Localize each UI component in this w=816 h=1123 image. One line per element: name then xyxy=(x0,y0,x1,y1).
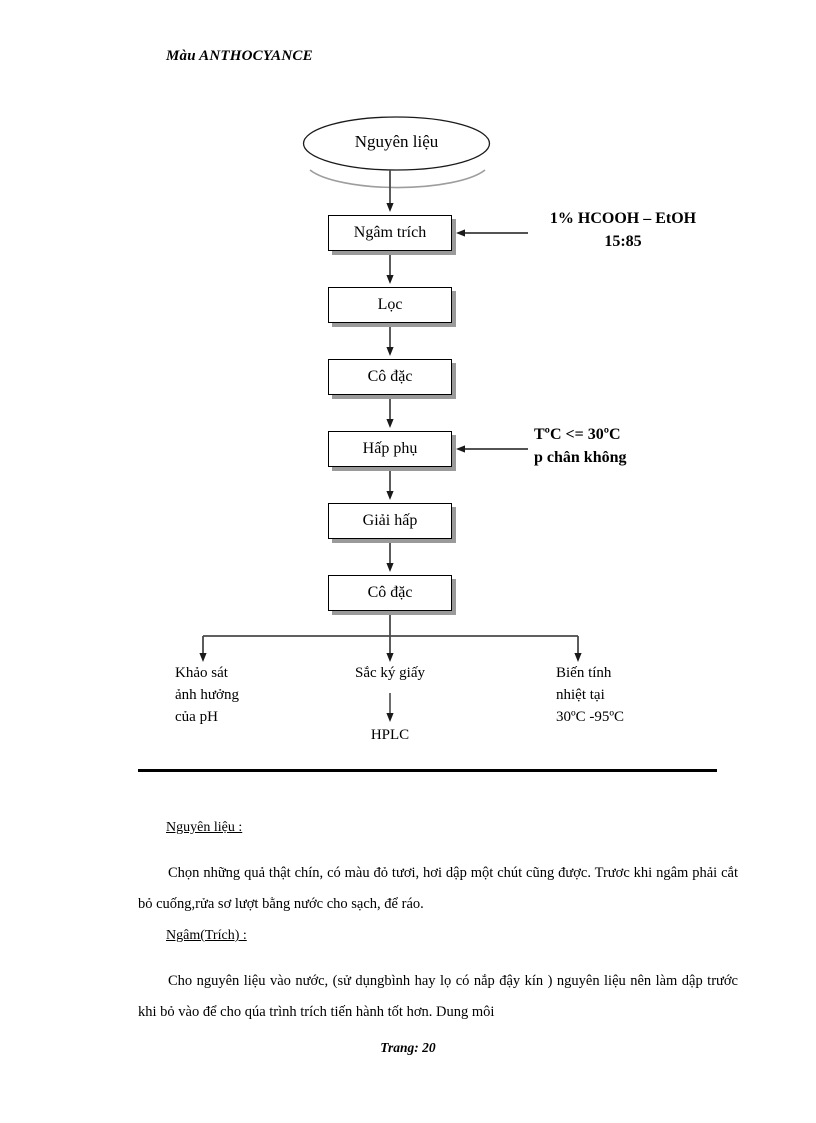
section-nguyen-lieu: Nguyên liệu : Chọn những quả thật chín, … xyxy=(138,820,738,920)
side-input-solvent: 1% HCOOH – EtOH 15:85 xyxy=(533,207,713,253)
section-ngam-trich: Ngâm(Trích) : Cho nguyên liệu vào nước, … xyxy=(138,928,738,1028)
branch-label-bien-tinh-nhiet: Biến tính nhiệt tại 30ºC -95ºC xyxy=(556,662,624,728)
flow-box-giai-hap: Giải hấp xyxy=(328,503,452,539)
branch-bien-tinh-line1: Biến tính xyxy=(556,665,612,681)
section-heading-ngam-trich: Ngâm(Trích) : xyxy=(166,928,247,943)
branch-bien-tinh-line3: 30ºC -95ºC xyxy=(556,709,625,725)
flow-box-co-dac-2: Cô đặc xyxy=(328,575,452,611)
side-input-solvent-line1: 1% HCOOH – EtOH xyxy=(549,210,697,227)
page-footer: Trang: 20 xyxy=(380,1040,436,1055)
side-input-temperature: TºC <= 30ºC p chân không xyxy=(534,423,627,469)
branch-label-sac-ky-giay: Sắc ký giấy xyxy=(300,662,480,684)
process-flowchart: Nguyên liệu Ngâm trích Lọc Cô đặc Hấp ph… xyxy=(175,116,713,743)
side-input-solvent-line2: 15:85 xyxy=(604,233,642,250)
branch-khao-sat-line2: ảnh hưởng xyxy=(175,687,239,703)
start-node-label: Nguyên liệu xyxy=(354,132,439,151)
section-divider xyxy=(138,769,717,772)
side-input-temperature-line2: p chân không xyxy=(534,449,627,466)
page-title: Màu ANTHOCYANCE xyxy=(166,48,313,64)
branch-khao-sat-line1: Khảo sát xyxy=(175,665,228,681)
branch-bien-tinh-line2: nhiệt tại xyxy=(556,687,605,703)
branch-khao-sat-line3: của pH xyxy=(175,709,218,725)
branch-label-khao-sat-ph: Khảo sát ảnh hưởng của pH xyxy=(175,662,239,728)
flowchart-connectors xyxy=(199,116,582,722)
start-node-ellipse xyxy=(302,116,491,171)
branch-sac-ky-line1: Sắc ký giấy xyxy=(355,665,425,681)
flow-box-co-dac-1: Cô đặc xyxy=(328,359,452,395)
section-heading-nguyen-lieu: Nguyên liệu : xyxy=(166,820,243,835)
flow-box-ngam-trich: Ngâm trích xyxy=(328,215,452,251)
section-paragraph-ngam-trich: Cho nguyên liệu vào nước, (sử dụngbình h… xyxy=(138,973,738,1020)
branch-label-hplc: HPLC xyxy=(370,727,410,743)
flow-box-hap-phu: Hấp phụ xyxy=(328,431,452,467)
section-paragraph-nguyen-lieu: Chọn những quả thật chín, có màu đỏ tươi… xyxy=(138,865,738,912)
side-input-temperature-line1: TºC <= 30ºC xyxy=(534,426,621,443)
flow-box-loc: Lọc xyxy=(328,287,452,323)
